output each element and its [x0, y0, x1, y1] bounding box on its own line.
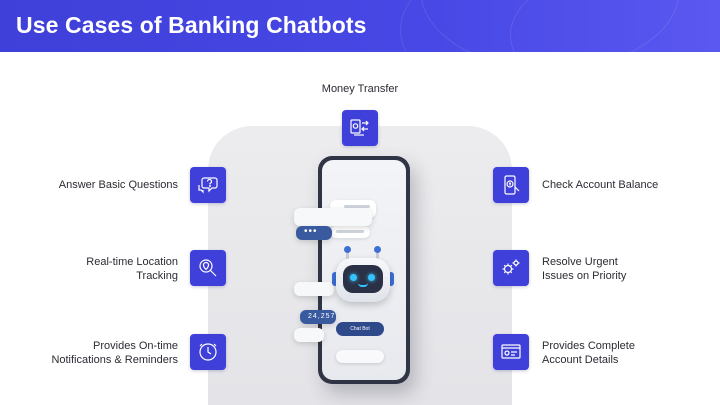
label-line: Issues on Priority — [542, 270, 627, 282]
robot-antenna — [374, 246, 381, 260]
balance-chip-text: 24,257 — [308, 313, 336, 320]
label-line: Check Account Balance — [542, 179, 659, 191]
notifications-label: Provides On-time Notifications & Reminde… — [20, 339, 178, 367]
floating-bubble — [294, 208, 372, 226]
money-transfer-label: Money Transfer — [300, 82, 420, 96]
robot-ear — [388, 272, 394, 286]
label-line: Account Details — [542, 354, 619, 366]
label-line: Answer Basic Questions — [58, 179, 178, 191]
typing-bubble: ••• — [296, 226, 332, 240]
gears-priority-icon — [502, 259, 520, 275]
page-title: Use Cases of Banking Chatbots — [16, 12, 367, 38]
chat-text-line — [336, 230, 364, 233]
account-balance-label: Check Account Balance — [542, 178, 712, 192]
header-decoration — [420, 0, 680, 52]
chat-bot-button: Chat Bot — [336, 322, 384, 336]
robot-eye — [350, 274, 357, 281]
money-transfer-icon — [350, 119, 369, 136]
account-details-label: Provides Complete Account Details — [542, 339, 712, 367]
account-details-tile — [493, 334, 529, 370]
money-transfer-tile — [342, 110, 378, 146]
label-line: Real-time Location — [86, 256, 178, 268]
mobile-balance-icon — [504, 175, 520, 195]
location-tracking-tile — [190, 250, 226, 286]
notifications-tile — [190, 334, 226, 370]
chat-text-line — [344, 205, 370, 208]
label-line: Resolve Urgent — [542, 256, 618, 268]
label-line: Notifications & Reminders — [51, 354, 178, 366]
location-tracking-label: Real-time Location Tracking — [20, 255, 178, 283]
robot-mouth — [358, 283, 368, 287]
urgent-issues-label: Resolve Urgent Issues on Priority — [542, 255, 712, 283]
secondary-button — [336, 350, 384, 363]
balance-bubble: 24,257 — [300, 310, 336, 324]
label-line: Tracking — [136, 270, 178, 282]
account-details-icon — [501, 344, 521, 359]
location-search-icon — [199, 259, 217, 277]
answer-questions-tile — [190, 167, 226, 203]
typing-dots: ••• — [304, 226, 318, 237]
label-line: Provides Complete — [542, 340, 635, 352]
header-decoration — [400, 0, 720, 52]
header-banner: Use Cases of Banking Chatbots — [0, 0, 720, 52]
robot-face — [343, 265, 383, 293]
robot-eye — [368, 274, 375, 281]
label-line: Money Transfer — [321, 83, 399, 95]
floating-bubble — [294, 282, 334, 296]
floating-bubble — [294, 328, 324, 342]
robot-antenna — [344, 246, 351, 260]
robot-ear — [332, 272, 338, 286]
chatbot-robot — [330, 246, 396, 308]
answer-questions-label: Answer Basic Questions — [20, 178, 178, 192]
chat-question-icon — [198, 177, 218, 194]
urgent-issues-tile — [493, 250, 529, 286]
account-balance-tile — [493, 167, 529, 203]
clock-reminder-icon — [199, 343, 217, 361]
label-line: Provides On-time — [93, 340, 178, 352]
